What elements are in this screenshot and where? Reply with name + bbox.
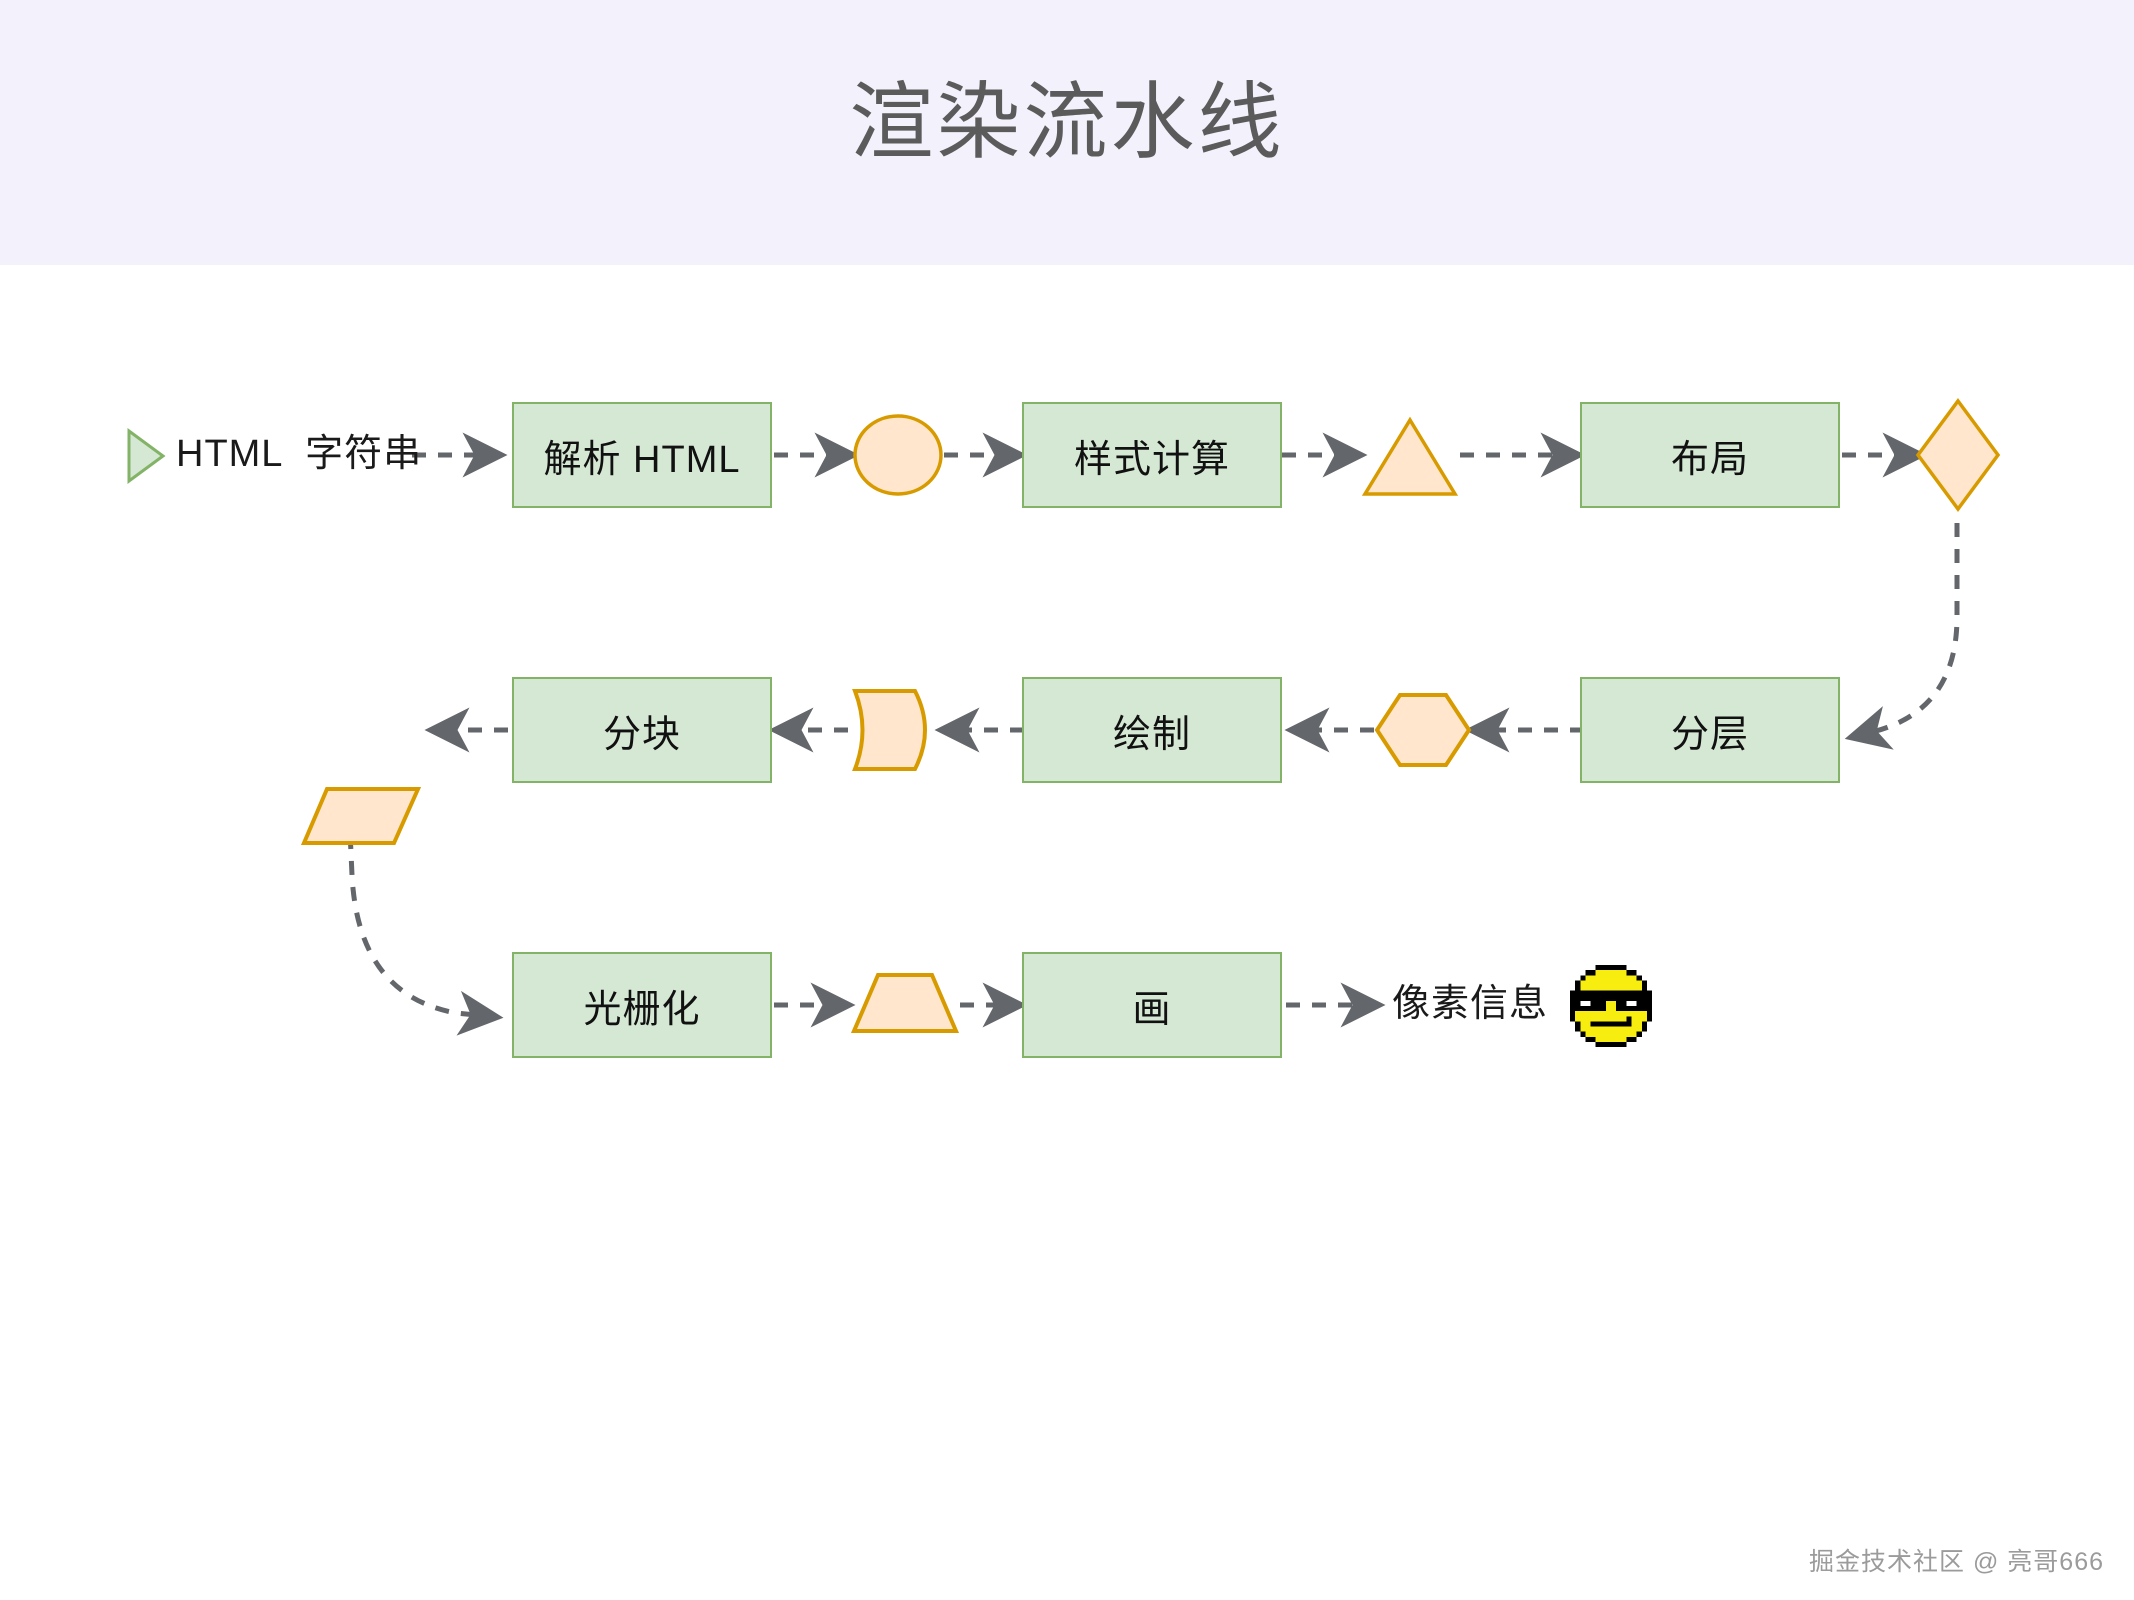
node-pixel-info-label: 像素信息 — [1392, 983, 1549, 1025]
node-layout[interactable]: 布局 — [1580, 402, 1840, 508]
node-tile-result-parallelogram[interactable] — [300, 785, 422, 847]
start-triangle-icon — [127, 428, 166, 484]
flowchart-canvas: HTML 字符串 解析 HTML 样式计算 布局 分块 绘制 分层 光栅化 — [0, 265, 2134, 1600]
node-draw[interactable]: 画 — [1022, 952, 1282, 1058]
edge-layer — [346, 432, 1960, 1036]
edge-tileres-to-rasterize — [346, 808, 504, 1036]
node-style-result-triangle[interactable] — [1361, 416, 1459, 497]
edge-layoutres-to-layer — [1844, 523, 1960, 750]
node-dom-tree-ellipse[interactable] — [852, 413, 944, 497]
page-title: 渲染流水线 — [849, 75, 1285, 169]
node-layer-label: 分层 — [1670, 713, 1749, 756]
node-tiling[interactable]: 分块 — [512, 677, 772, 783]
node-layout-result-diamond[interactable] — [1914, 397, 2002, 513]
node-layout-label: 布局 — [1670, 438, 1749, 481]
header-band: 渲染流水线 — [0, 0, 2134, 265]
watermark: 掘金技术社区 @ 亮哥666 — [1809, 1548, 2104, 1576]
cool-sunglasses-face-emoji — [1570, 965, 1652, 1047]
node-parse-html[interactable]: 解析 HTML — [512, 402, 772, 508]
node-draw-label: 画 — [1132, 988, 1172, 1031]
node-paint-result-tape[interactable] — [850, 687, 940, 773]
node-parse-html-label: 解析 HTML — [543, 438, 741, 481]
node-rasterize[interactable]: 光栅化 — [512, 952, 772, 1058]
node-style-calc-label: 样式计算 — [1073, 438, 1230, 481]
node-paint[interactable]: 绘制 — [1022, 677, 1282, 783]
node-layer[interactable]: 分层 — [1580, 677, 1840, 783]
node-raster-result-trapezoid[interactable] — [850, 971, 960, 1035]
node-html-string-label: HTML 字符串 — [176, 433, 423, 475]
node-tiling-label: 分块 — [602, 713, 681, 756]
node-style-calc[interactable]: 样式计算 — [1022, 402, 1282, 508]
node-rasterize-label: 光栅化 — [583, 988, 701, 1031]
node-layer-result-hexagon[interactable] — [1374, 692, 1472, 768]
node-paint-label: 绘制 — [1112, 713, 1191, 756]
